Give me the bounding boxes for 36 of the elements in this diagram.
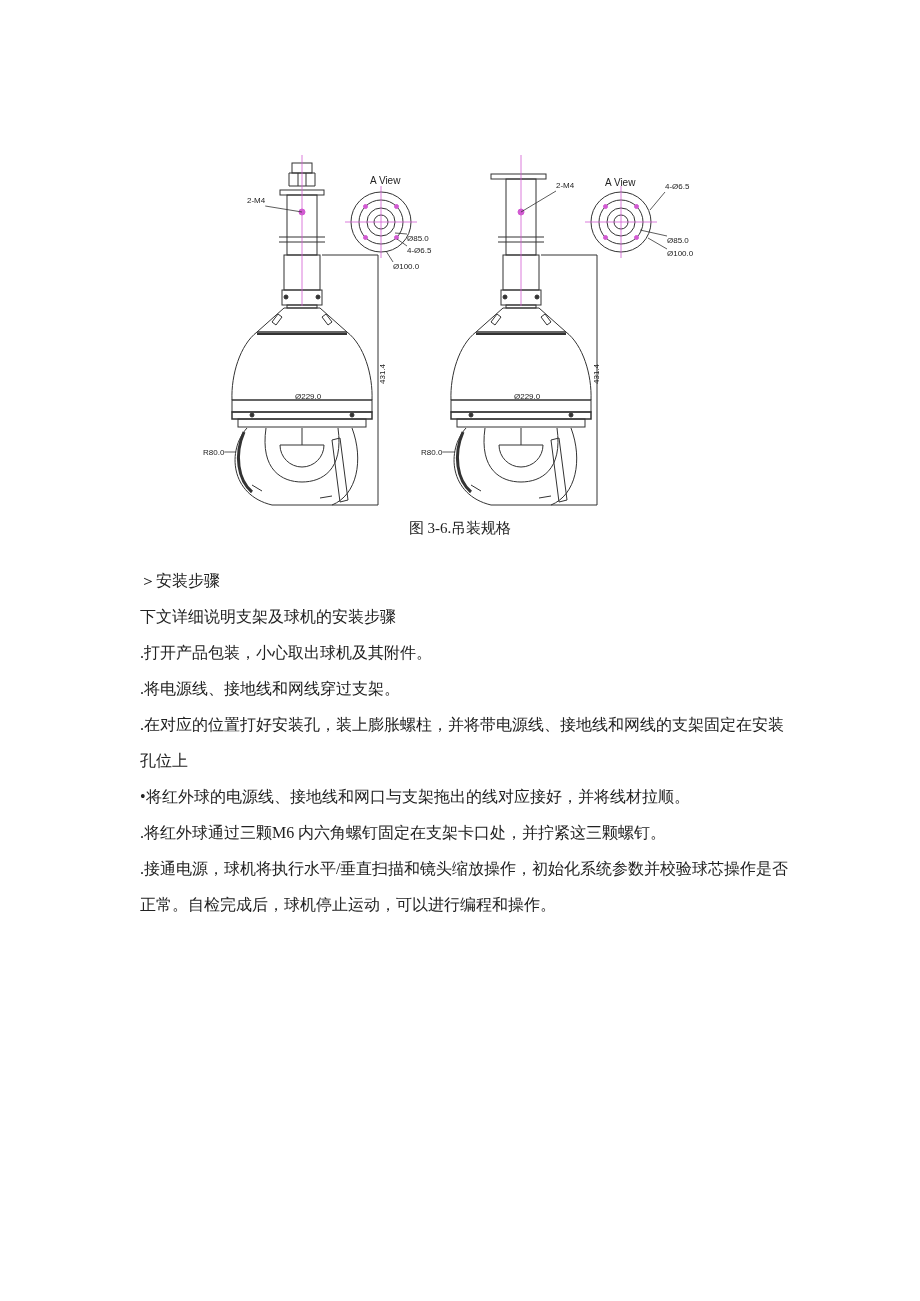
- leader-line: [647, 237, 668, 250]
- callout-label: 2-M4: [556, 181, 575, 191]
- dimension-label: Ø229.0: [295, 392, 322, 402]
- callout-label: Ø100.0: [393, 262, 420, 272]
- callout-label: 4-Ø6.5: [665, 182, 690, 192]
- leader-line: [396, 238, 408, 247]
- leader-line: [223, 451, 237, 453]
- leader-line: [394, 232, 408, 235]
- dimension-label: 431.4: [378, 363, 388, 384]
- callout-label: 4-Ø6.5: [407, 246, 432, 256]
- leader-line: [639, 229, 668, 237]
- leader-line: [385, 250, 394, 263]
- list-item: •将红外球的电源线、接地线和网口与支架拖出的线对应接好，并将线材拉顺。: [140, 787, 691, 807]
- view-label: A View: [605, 177, 636, 189]
- list-item: .在对应的位置打好安装孔，装上膨胀螺柱，并将带电源线、接地线和网线的支架固定在安装孔位上: [140, 715, 785, 771]
- leader-line: [264, 205, 303, 213]
- dimension-label: 431.4: [592, 363, 602, 384]
- callout-label: Ø100.0: [667, 249, 694, 259]
- callout-label: 2-M4: [247, 196, 266, 206]
- dome-camera-drawing: [450, 154, 658, 506]
- leader-line: [520, 190, 557, 213]
- callout-label: R80.0: [203, 448, 225, 458]
- list-item: .将电源线、接地线和网线穿过支架。: [140, 679, 401, 699]
- list-item: .打开产品包装，小心取出球机及其附件。: [140, 643, 433, 663]
- section-heading: ＞安装步骤: [140, 571, 221, 591]
- view-label: A View: [370, 175, 401, 187]
- callout-label: Ø85.0: [667, 236, 689, 246]
- callout-label: Ø85.0: [407, 234, 429, 244]
- callout-label: R80.0: [421, 448, 443, 458]
- figure-caption: 图 3-6.吊装规格: [408, 520, 512, 536]
- leader-line: [441, 451, 456, 453]
- paragraph: 下文详细说明支架及球机的安装步骤: [140, 607, 397, 627]
- dimension-label: Ø229.0: [514, 392, 541, 402]
- list-item: .接通电源，球机将执行水平/垂直扫描和镜头缩放操作，初始化系统参数并校验球芯操作是否正常。自检完成后，球机停止运动，可以进行编程和操作。: [140, 859, 790, 915]
- leader-line: [649, 191, 666, 211]
- list-item: .将红外球通过三颗M6 内六角螺钉固定在支架卡口处，并拧紧这三颗螺钉。: [140, 823, 668, 843]
